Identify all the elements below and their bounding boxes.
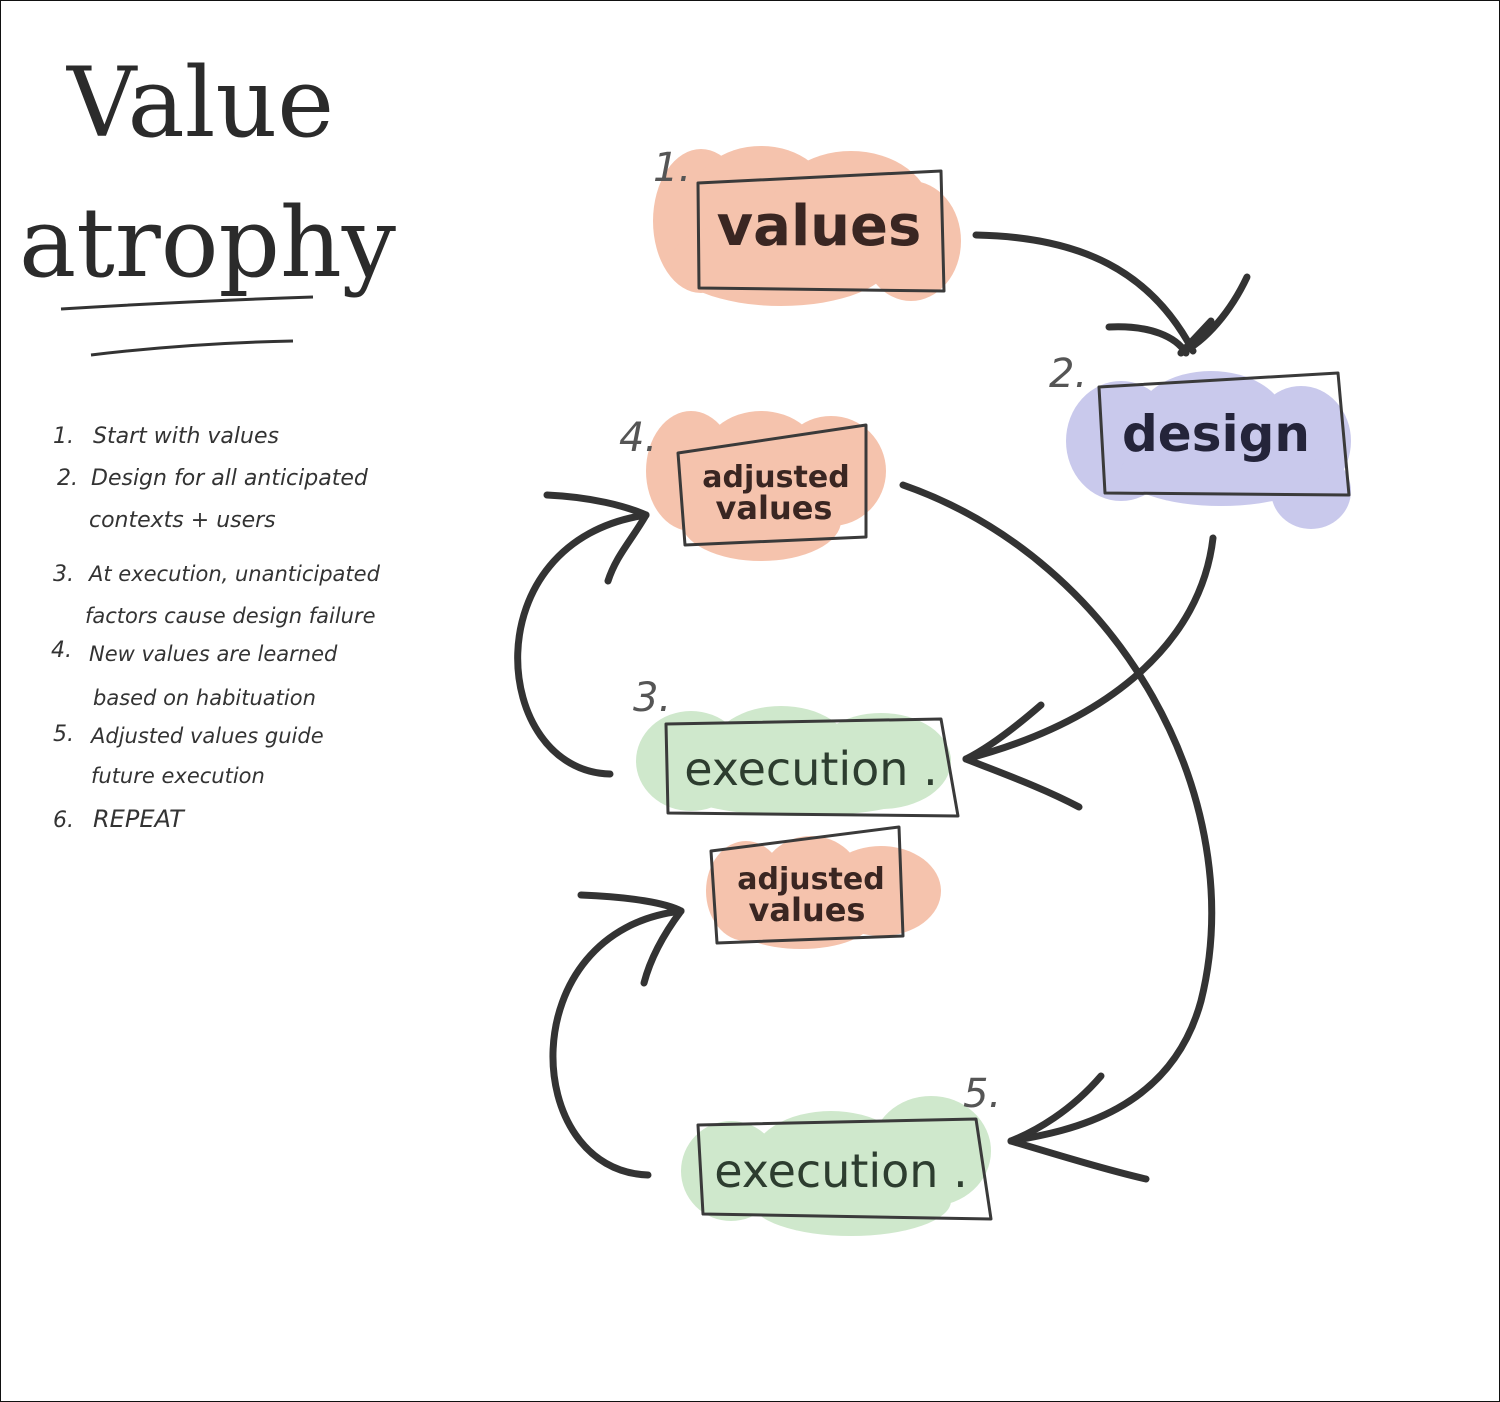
step-6-num: 6. bbox=[53, 808, 74, 833]
design-box bbox=[1097, 371, 1351, 497]
values-label: values bbox=[717, 194, 922, 259]
step-list: 1. Start with values 2. Design for all a… bbox=[51, 424, 381, 833]
design-highlight bbox=[1066, 371, 1351, 529]
execution-2-step-num: 5. bbox=[963, 1071, 1001, 1117]
title-line-1: Value bbox=[66, 47, 334, 159]
step-2-text-2: contexts + users bbox=[89, 508, 276, 533]
title-underline bbox=[60, 295, 314, 311]
execution-2-box bbox=[696, 1117, 993, 1221]
adjusted-2-box bbox=[709, 825, 905, 945]
step-3-text-1: At execution, unanticipated bbox=[87, 562, 381, 586]
title-block: Value atrophy bbox=[19, 47, 396, 357]
execution-1-highlight bbox=[636, 706, 951, 816]
adjusted-2-label-line2: values bbox=[749, 891, 866, 929]
adjusted-1-label-line1: adjusted bbox=[702, 460, 849, 495]
step-5-text-1: Adjusted values guide bbox=[89, 724, 324, 748]
values-box bbox=[696, 169, 946, 293]
arrowhead-exec-2-bottom bbox=[1007, 1137, 1150, 1183]
adjusted-2-label-line1: adjusted bbox=[737, 862, 884, 897]
step-5-num: 5. bbox=[53, 722, 74, 747]
design-step-num: 2. bbox=[1049, 351, 1087, 397]
step-1-text: Start with values bbox=[93, 424, 279, 449]
arrowhead-adjusted-1-top bbox=[543, 491, 650, 519]
arrow-values-to-design bbox=[972, 231, 1197, 355]
step-item-6: 6. REPEAT bbox=[53, 805, 186, 833]
step-4-text-1: New values are learned bbox=[89, 642, 338, 666]
arrow-execution-to-adjusted-1 bbox=[514, 511, 650, 778]
step-2-text-1: Design for all anticipated bbox=[91, 466, 369, 491]
arrowhead-adjusted-1-bottom bbox=[604, 511, 650, 585]
step-item-4: 4. New values are learned based on habit… bbox=[51, 638, 338, 710]
values-highlight bbox=[653, 146, 961, 306]
adjusted-1-box bbox=[676, 423, 868, 547]
adjusted-1-step-num: 4. bbox=[619, 415, 657, 461]
step-5-text-2: future execution bbox=[91, 764, 265, 788]
arrowhead-exec-2-top bbox=[1007, 1072, 1105, 1145]
step-4-text-2: based on habituation bbox=[93, 686, 316, 710]
title-line-2: atrophy bbox=[19, 187, 396, 299]
step-6-text: REPEAT bbox=[93, 805, 186, 833]
title-underline-2 bbox=[90, 339, 294, 357]
execution-1-label: execution . bbox=[684, 742, 937, 796]
arrowhead-adjusted-2-top bbox=[577, 891, 685, 915]
step-item-3: 3. At execution, unanticipated factors c… bbox=[53, 562, 381, 628]
execution-1-box bbox=[664, 717, 960, 818]
step-item-2: 2. Design for all anticipated contexts +… bbox=[57, 466, 369, 533]
arrow-execution-2-to-adjusted-2 bbox=[549, 907, 685, 1179]
step-item-1: 1. Start with values bbox=[53, 424, 279, 449]
step-item-5: 5. Adjusted values guide future executio… bbox=[53, 722, 324, 788]
execution-2-label: execution . bbox=[714, 1144, 967, 1198]
design-label: design bbox=[1122, 405, 1310, 463]
arrowhead-values-to-design-left bbox=[1105, 323, 1190, 357]
execution-1-step-num: 3. bbox=[633, 675, 671, 721]
step-4-num: 4. bbox=[51, 638, 72, 663]
step-3-num: 3. bbox=[53, 562, 74, 587]
step-2-num: 2. bbox=[57, 466, 78, 491]
adjusted-1-label-line2: values bbox=[716, 489, 833, 527]
arrowhead-values-to-design-tip bbox=[1177, 317, 1215, 357]
adjusted-2-highlight bbox=[706, 836, 941, 949]
values-step-num: 1. bbox=[653, 145, 691, 191]
arrow-adjusted-1-to-execution-2 bbox=[899, 481, 1216, 1145]
step-3-text-2: factors cause design failure bbox=[85, 604, 376, 628]
arrow-design-to-execution bbox=[962, 534, 1217, 763]
execution-2-highlight bbox=[681, 1096, 991, 1236]
step-1-num: 1. bbox=[53, 424, 74, 449]
arrowhead-adjusted-2-bottom bbox=[640, 907, 685, 987]
arrowhead-design-exec-top bbox=[962, 701, 1045, 763]
arrowhead-design-exec-bottom bbox=[962, 755, 1083, 811]
